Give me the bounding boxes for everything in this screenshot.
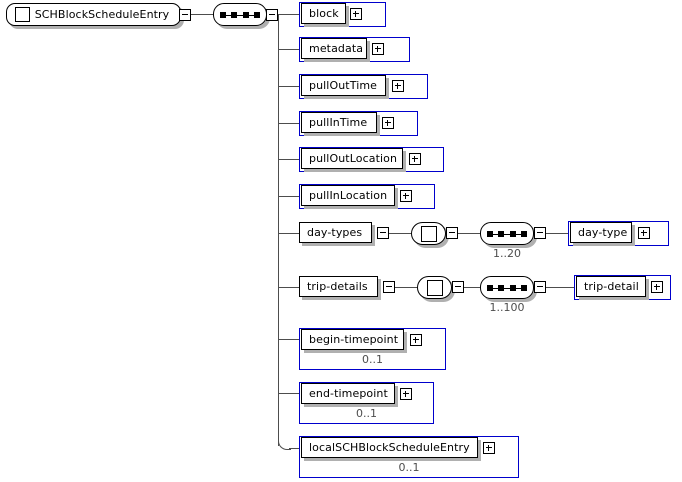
connector-day-types-to-type bbox=[389, 233, 411, 234]
element-label-end-timepoint: end-timepoint bbox=[309, 387, 388, 400]
connector-branch-localschblockscheduleentry bbox=[289, 448, 299, 449]
square-icon bbox=[420, 225, 437, 242]
element-label-pullinlocation: pullInLocation bbox=[309, 189, 388, 202]
element-label-metadata: metadata bbox=[309, 42, 364, 55]
expand-plus-icon-metadata[interactable] bbox=[372, 43, 384, 55]
element-label-pulloutlocation: pullOutLocation bbox=[309, 152, 398, 165]
element-label-day-type: day-type bbox=[578, 226, 628, 239]
connector-trip-details-type-to-sequence bbox=[464, 287, 480, 288]
element-node-localschblockscheduleentry[interactable]: localSCHBlockScheduleEntry bbox=[301, 437, 478, 458]
connector-branch-pulloutlocation bbox=[278, 159, 299, 160]
cardinality-end-timepoint: 0..1 bbox=[356, 407, 377, 420]
root-collapse-minus-icon[interactable] bbox=[179, 9, 191, 21]
element-node-day-type[interactable]: day-type bbox=[570, 222, 632, 243]
element-square-icon bbox=[15, 7, 30, 22]
collapse-minus-icon-day-types-type[interactable] bbox=[446, 227, 458, 239]
element-node-pullinlocation[interactable]: pullInLocation bbox=[301, 185, 395, 206]
connector-day-types-type-to-sequence bbox=[458, 233, 480, 234]
type-octagon-day-types[interactable] bbox=[411, 222, 446, 245]
square-icon bbox=[426, 279, 443, 296]
element-node-trip-details[interactable]: trip-details bbox=[299, 276, 378, 297]
cardinality-localschblockscheduleentry: 0..1 bbox=[398, 461, 420, 474]
element-node-trip-detail[interactable]: trip-detail bbox=[576, 276, 646, 297]
connector-trip-details-sequence-to-leaf bbox=[546, 287, 574, 288]
element-node-begin-timepoint[interactable]: begin-timepoint bbox=[301, 329, 404, 350]
connector-branch-pullouttime bbox=[278, 86, 299, 87]
sequence-collapse-minus-icon[interactable] bbox=[266, 9, 278, 21]
expand-plus-icon-pullouttime[interactable] bbox=[392, 80, 404, 92]
connector-branch-metadata bbox=[278, 49, 299, 50]
element-label-begin-timepoint: begin-timepoint bbox=[309, 333, 399, 346]
connector-branch-day-types bbox=[278, 233, 299, 234]
element-label-pullouttime: pullOutTime bbox=[309, 79, 378, 92]
element-node-pulloutlocation[interactable]: pullOutLocation bbox=[301, 148, 403, 169]
element-label-trip-details: trip-details bbox=[307, 280, 368, 293]
root-element-node[interactable]: SCHBlockScheduleEntry bbox=[6, 3, 181, 26]
collapse-minus-icon-trip-details-sequence[interactable] bbox=[534, 281, 546, 293]
connector-branch-end-timepoint bbox=[278, 393, 299, 394]
connector-branch-pullinlocation bbox=[278, 196, 299, 197]
element-label-trip-detail: trip-detail bbox=[584, 280, 639, 293]
sequence-dots-icon bbox=[220, 11, 260, 19]
expand-plus-icon-begin-timepoint[interactable] bbox=[410, 334, 422, 346]
collapse-minus-icon-day-types[interactable] bbox=[377, 227, 389, 239]
element-node-pullintime[interactable]: pullInTime bbox=[301, 112, 377, 133]
cardinality-trip-details-sequence: 1..100 bbox=[489, 301, 525, 314]
expand-plus-icon-pulloutlocation[interactable] bbox=[409, 153, 421, 165]
sequence-node[interactable] bbox=[213, 3, 267, 26]
element-node-day-types[interactable]: day-types bbox=[299, 222, 372, 243]
collapse-minus-icon-trip-details-type[interactable] bbox=[452, 281, 464, 293]
element-node-block[interactable]: block bbox=[301, 3, 346, 24]
sequence-dots-icon bbox=[487, 230, 527, 238]
root-element-label: SCHBlockScheduleEntry bbox=[34, 8, 170, 21]
element-node-pullouttime[interactable]: pullOutTime bbox=[301, 75, 386, 96]
connector-branch-trip-details bbox=[278, 287, 299, 288]
connector-day-types-sequence-to-leaf bbox=[546, 233, 568, 234]
cardinality-begin-timepoint: 0..1 bbox=[362, 353, 383, 366]
sequence-node-day-types[interactable] bbox=[480, 222, 534, 245]
sequence-dots-icon bbox=[487, 284, 527, 292]
expand-plus-icon-end-timepoint[interactable] bbox=[400, 388, 412, 400]
sequence-node-trip-details[interactable] bbox=[480, 276, 534, 299]
trunk-bottom-corner bbox=[278, 437, 291, 450]
expand-plus-icon-day-type[interactable] bbox=[638, 227, 650, 239]
connector-trip-details-to-type bbox=[395, 287, 417, 288]
element-node-end-timepoint[interactable]: end-timepoint bbox=[301, 383, 395, 404]
expand-plus-icon-pullinlocation[interactable] bbox=[400, 190, 412, 202]
connector-branch-pullintime bbox=[278, 123, 299, 124]
expand-plus-icon-localschblockscheduleentry[interactable] bbox=[483, 442, 495, 454]
connector-root-to-sequence bbox=[191, 14, 213, 15]
trunk-vertical-line bbox=[278, 14, 279, 446]
expand-plus-icon-trip-detail[interactable] bbox=[651, 281, 663, 293]
expand-plus-icon-pullintime[interactable] bbox=[382, 117, 394, 129]
element-label-day-types: day-types bbox=[307, 226, 363, 239]
element-label-block: block bbox=[309, 7, 339, 20]
type-octagon-trip-details[interactable] bbox=[417, 276, 452, 299]
connector-branch-block bbox=[278, 14, 299, 15]
collapse-minus-icon-day-types-sequence[interactable] bbox=[534, 227, 546, 239]
element-label-pullintime: pullInTime bbox=[309, 116, 368, 129]
element-node-metadata[interactable]: metadata bbox=[301, 38, 367, 59]
cardinality-day-types-sequence: 1..20 bbox=[493, 247, 521, 260]
element-label-localschblockscheduleentry: localSCHBlockScheduleEntry bbox=[309, 441, 470, 454]
connector-branch-begin-timepoint bbox=[278, 339, 299, 340]
expand-plus-icon-block[interactable] bbox=[350, 8, 362, 20]
collapse-minus-icon-trip-details[interactable] bbox=[383, 281, 395, 293]
